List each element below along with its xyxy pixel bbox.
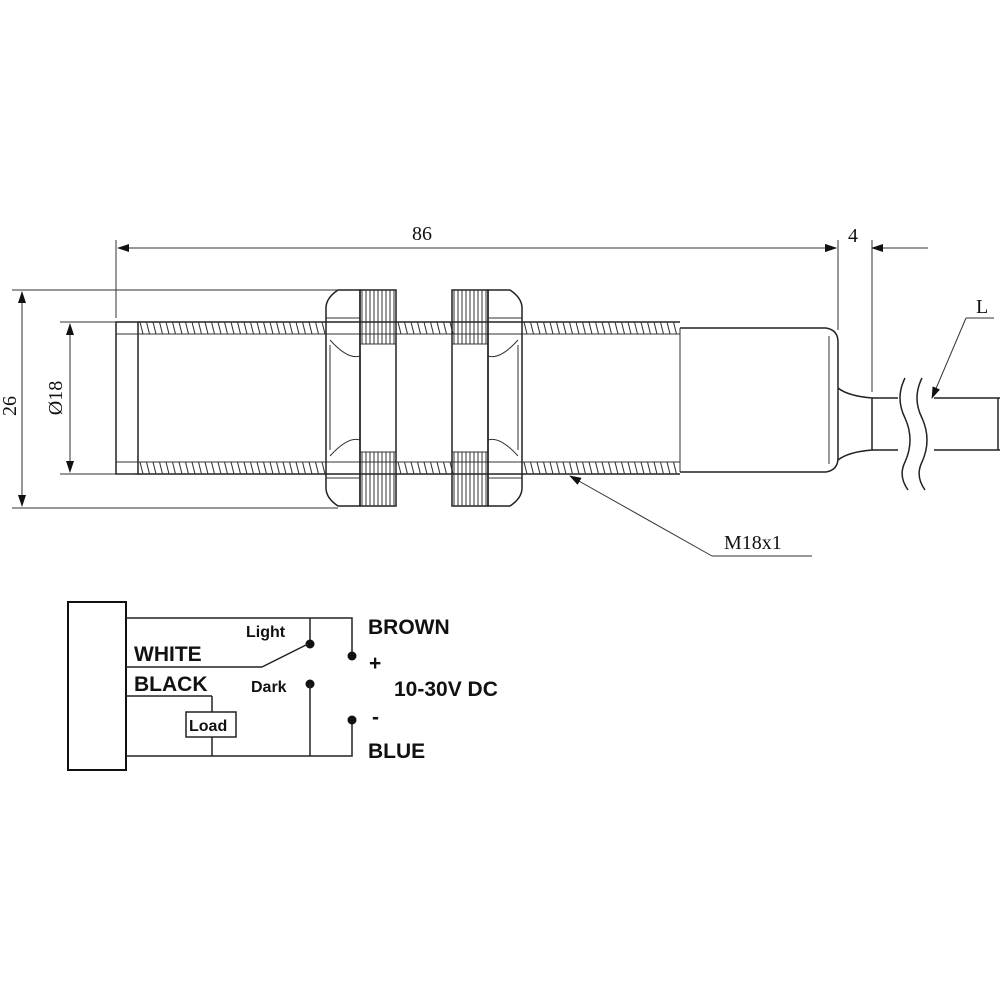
dim-thread-spec: M18x1 [724,532,782,554]
dim-cable-length: L [976,296,988,318]
label-load: Load [189,718,227,735]
threaded-barrel [138,321,680,475]
sensor-block [67,601,127,771]
terminal-brown [347,651,357,661]
label-plus: + [369,652,381,675]
label-supply: 10-30V DC [394,678,498,701]
label-blue: BLUE [368,740,425,763]
dim-thread-diameter: Ø18 [45,381,67,415]
knurled-washer-left [359,289,397,507]
knurled-washer-right [451,289,489,507]
label-white: WHITE [134,643,202,666]
switch-blade [261,643,309,668]
cable-break-mark [899,377,911,491]
hex-nut-right [487,289,523,507]
label-black: BLACK [134,673,208,696]
label-brown: BROWN [368,616,450,639]
dim-cable-offset: 4 [848,225,858,247]
label-light: Light [246,624,286,641]
load-box [185,711,237,738]
contact-light [305,639,315,649]
hex-nut-left [325,289,361,507]
label-minus: - [372,706,379,729]
wiring-diagram [67,601,357,771]
sensor-body [115,289,1000,507]
sensor-front-cap [115,321,139,475]
dim-outer-diameter: 26 [0,396,21,416]
dimension-lines [12,240,994,557]
label-dark: Dark [251,679,287,696]
dim-overall-length: 86 [412,223,432,245]
terminal-blue [347,715,357,725]
cable [872,377,1000,491]
rear-housing [679,327,873,473]
